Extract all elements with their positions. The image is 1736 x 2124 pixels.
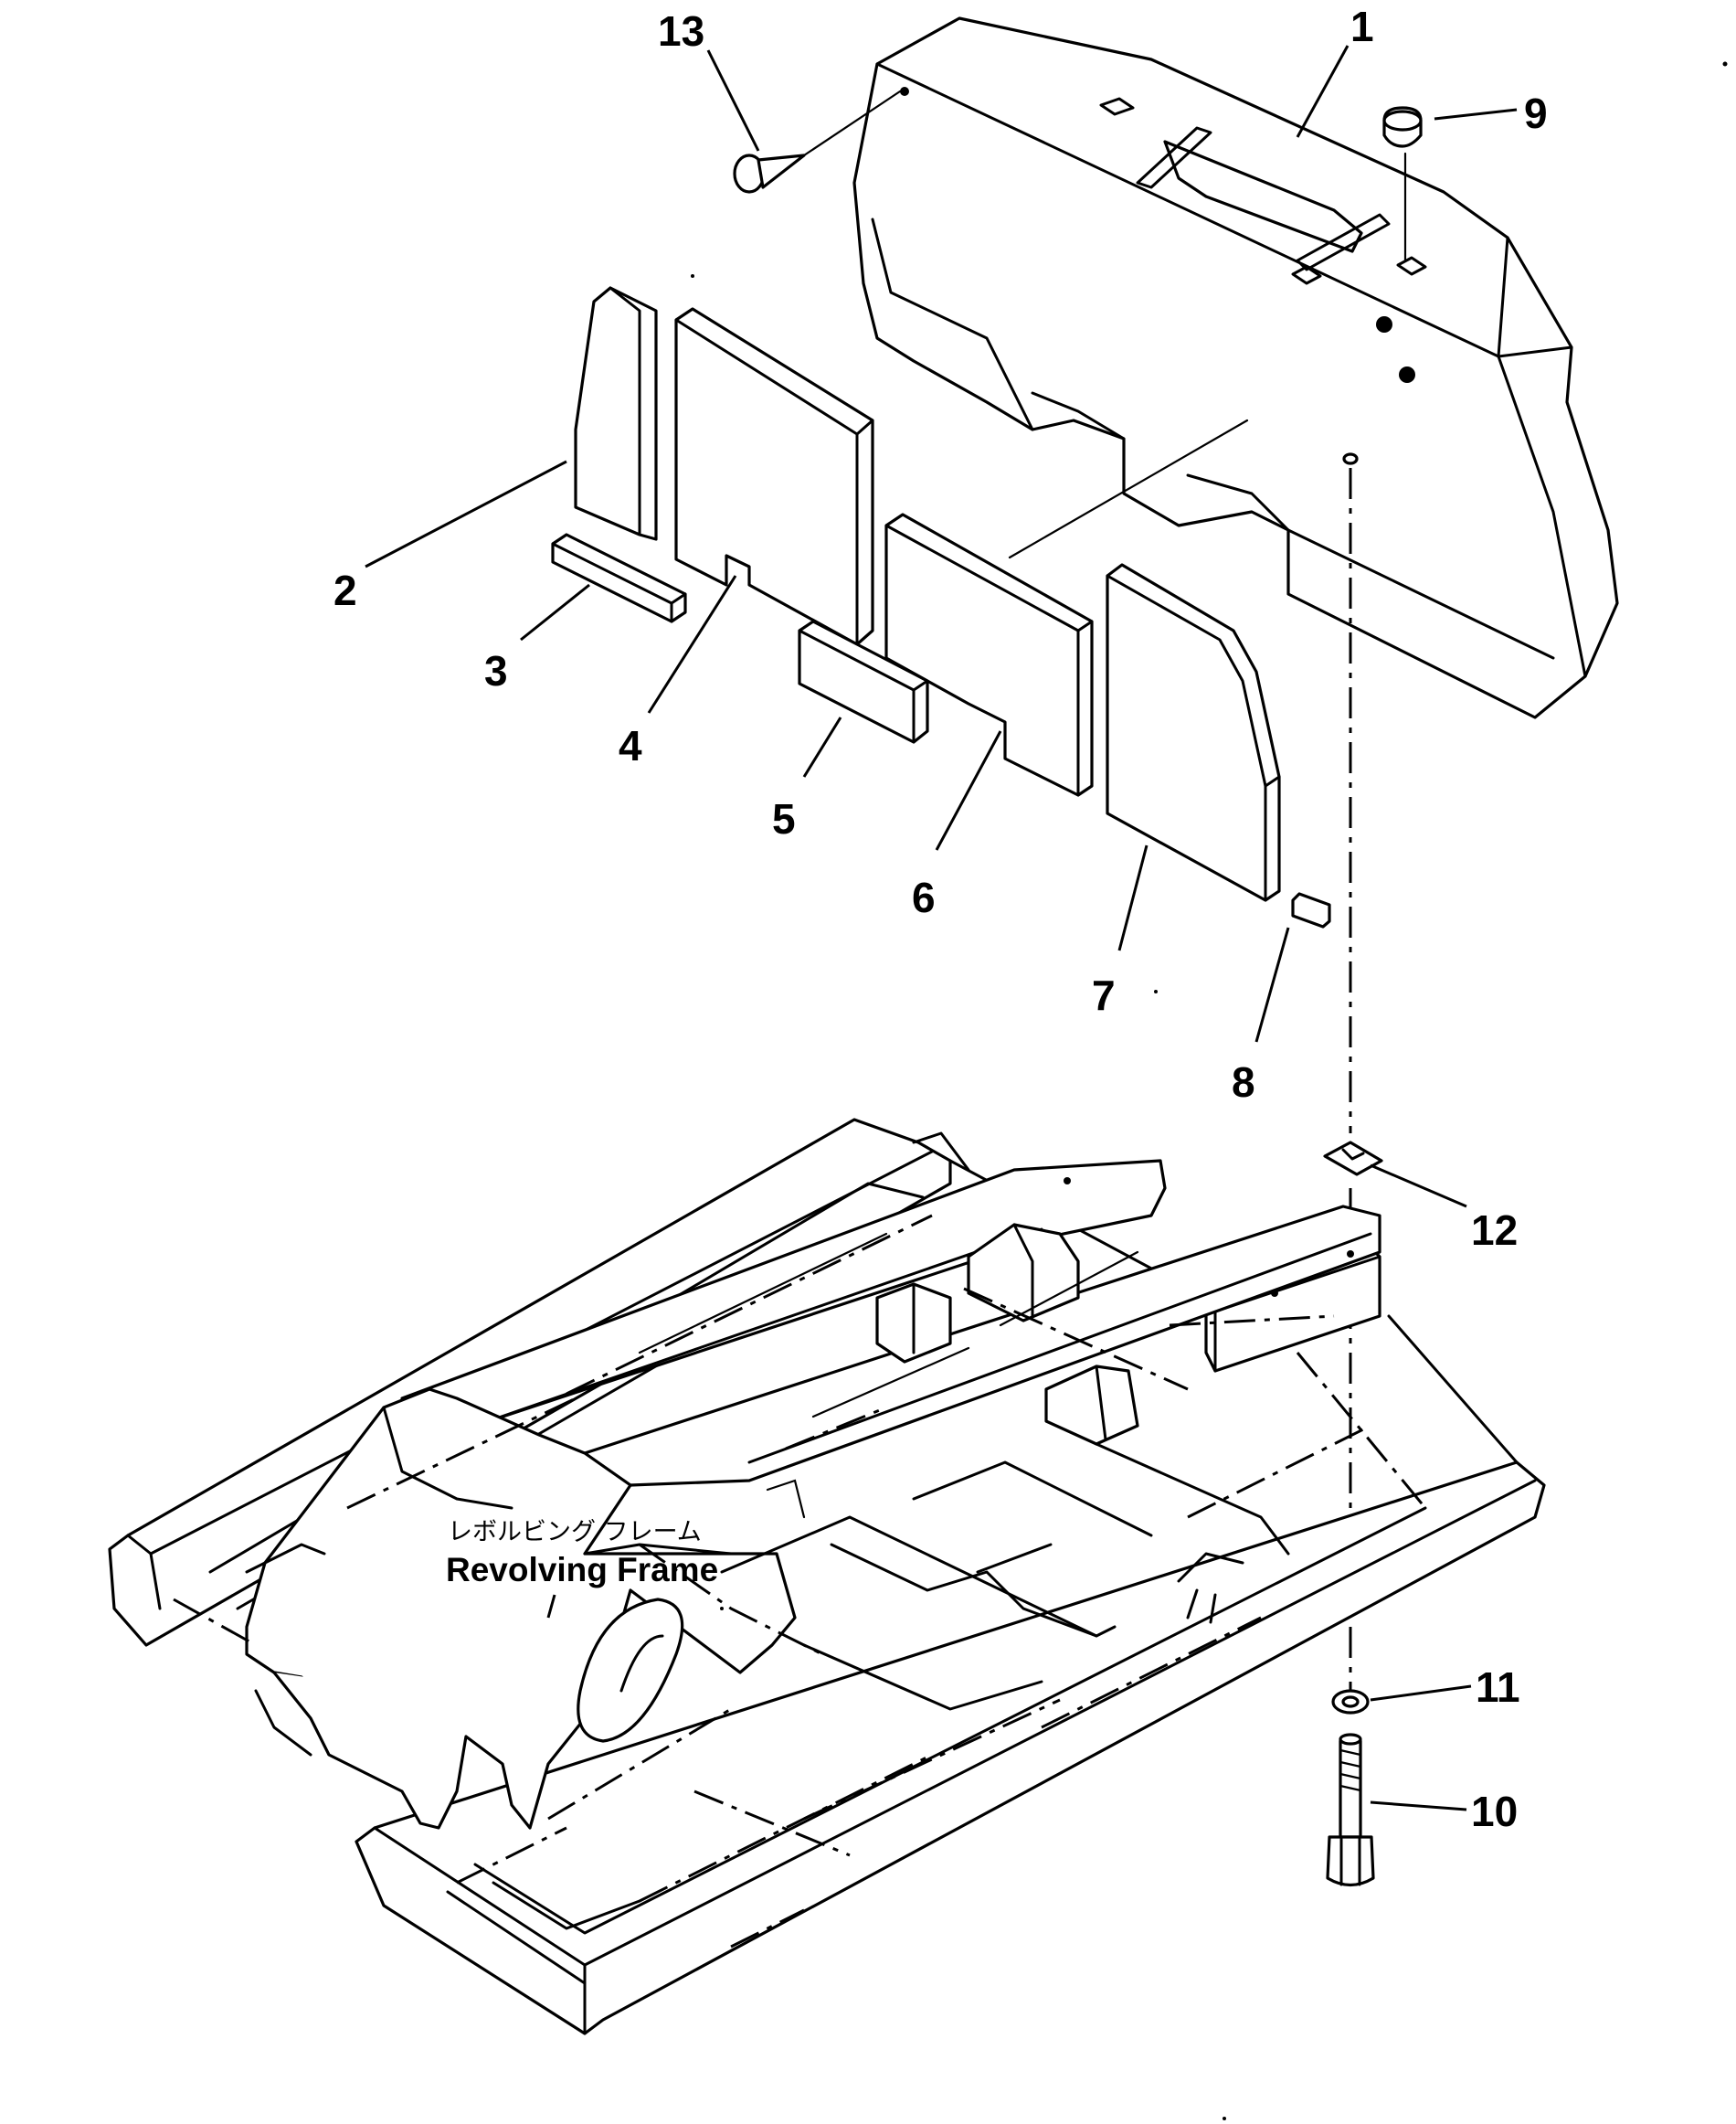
washer-part-11 bbox=[1331, 1689, 1370, 1715]
shim-part-12 bbox=[1323, 1141, 1383, 1176]
counterweight bbox=[852, 16, 1619, 719]
bolt-axis bbox=[1342, 452, 1359, 1691]
spacer-part-8 bbox=[1291, 892, 1331, 929]
scan-specks bbox=[691, 61, 1728, 2120]
frame-label: レボルビング フレーム Revolving Frame bbox=[446, 1518, 718, 1619]
callout-leaders bbox=[365, 45, 1518, 1811]
callout-7: 7 bbox=[1092, 972, 1116, 1019]
revolving-frame bbox=[108, 1118, 1546, 2035]
cap-part-9 bbox=[1382, 106, 1423, 262]
weight-plate-part-2 bbox=[574, 286, 658, 541]
callout-12: 12 bbox=[1471, 1206, 1518, 1254]
weight-plate-part-6 bbox=[884, 513, 1094, 797]
eye-bolt-part-13 bbox=[733, 90, 902, 194]
callout-9: 9 bbox=[1524, 90, 1548, 137]
weight-plate-part-7 bbox=[1106, 563, 1281, 902]
bolt-part-10 bbox=[1326, 1733, 1375, 1887]
callout-1: 1 bbox=[1350, 3, 1374, 50]
callout-5: 5 bbox=[772, 795, 796, 843]
weight-block-part-5 bbox=[798, 620, 929, 744]
frame-label-japanese: レボルビング フレーム bbox=[448, 1518, 702, 1546]
weight-plate-part-4 bbox=[674, 307, 874, 646]
callout-10: 10 bbox=[1471, 1788, 1518, 1835]
weight-block-part-3 bbox=[551, 533, 687, 623]
callout-numbers: 1 2 3 4 5 6 7 8 9 10 11 12 13 bbox=[333, 3, 1548, 1835]
callout-4: 4 bbox=[619, 722, 642, 770]
callout-11: 11 bbox=[1476, 1663, 1520, 1711]
frame-label-english: Revolving Frame bbox=[446, 1551, 718, 1588]
callout-6: 6 bbox=[912, 874, 936, 921]
callout-3: 3 bbox=[484, 647, 508, 695]
callout-2: 2 bbox=[333, 567, 357, 614]
callout-13: 13 bbox=[658, 7, 704, 55]
callout-8: 8 bbox=[1232, 1058, 1255, 1106]
assembly-axis-line bbox=[1008, 419, 1249, 559]
